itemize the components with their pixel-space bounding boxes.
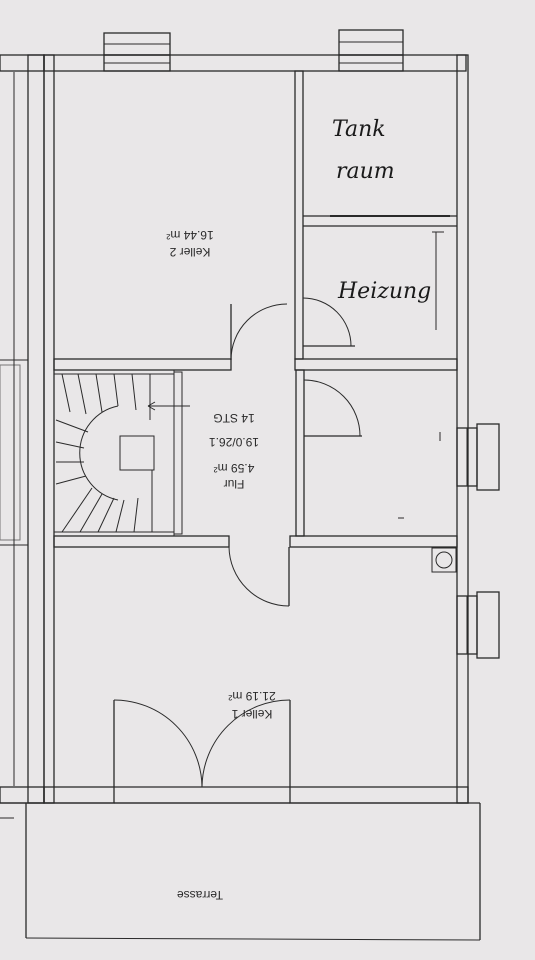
door-keller2 bbox=[230, 303, 288, 361]
window-right-lower bbox=[456, 591, 500, 659]
stair-count: 14 STG bbox=[213, 411, 254, 425]
flur-area: 4.59 m² bbox=[214, 461, 255, 475]
heizung-label: Heizung bbox=[337, 279, 431, 304]
keller1-area: 21.19 m² bbox=[228, 689, 275, 703]
keller2-name: Keller 2 bbox=[169, 245, 210, 259]
terrace bbox=[0, 802, 481, 941]
door-heizung bbox=[302, 297, 355, 347]
stair-spec: 19.0/26.1 bbox=[209, 435, 259, 449]
door-terrasse-double bbox=[113, 699, 291, 788]
keller2-area: 16.44 m² bbox=[166, 228, 213, 242]
tankraum-label-line2: raum bbox=[336, 159, 395, 184]
terrasse-name: Terrasse bbox=[177, 888, 223, 902]
door-flur-right bbox=[303, 379, 362, 437]
tankraum-label-line1: Tank bbox=[332, 117, 386, 142]
flur-name: Flur bbox=[224, 477, 245, 491]
window-right-upper bbox=[456, 423, 500, 491]
floor-drain bbox=[431, 547, 457, 573]
keller1-name: Keller 1 bbox=[231, 707, 272, 721]
door-keller1 bbox=[228, 546, 290, 607]
staircase bbox=[53, 369, 190, 537]
